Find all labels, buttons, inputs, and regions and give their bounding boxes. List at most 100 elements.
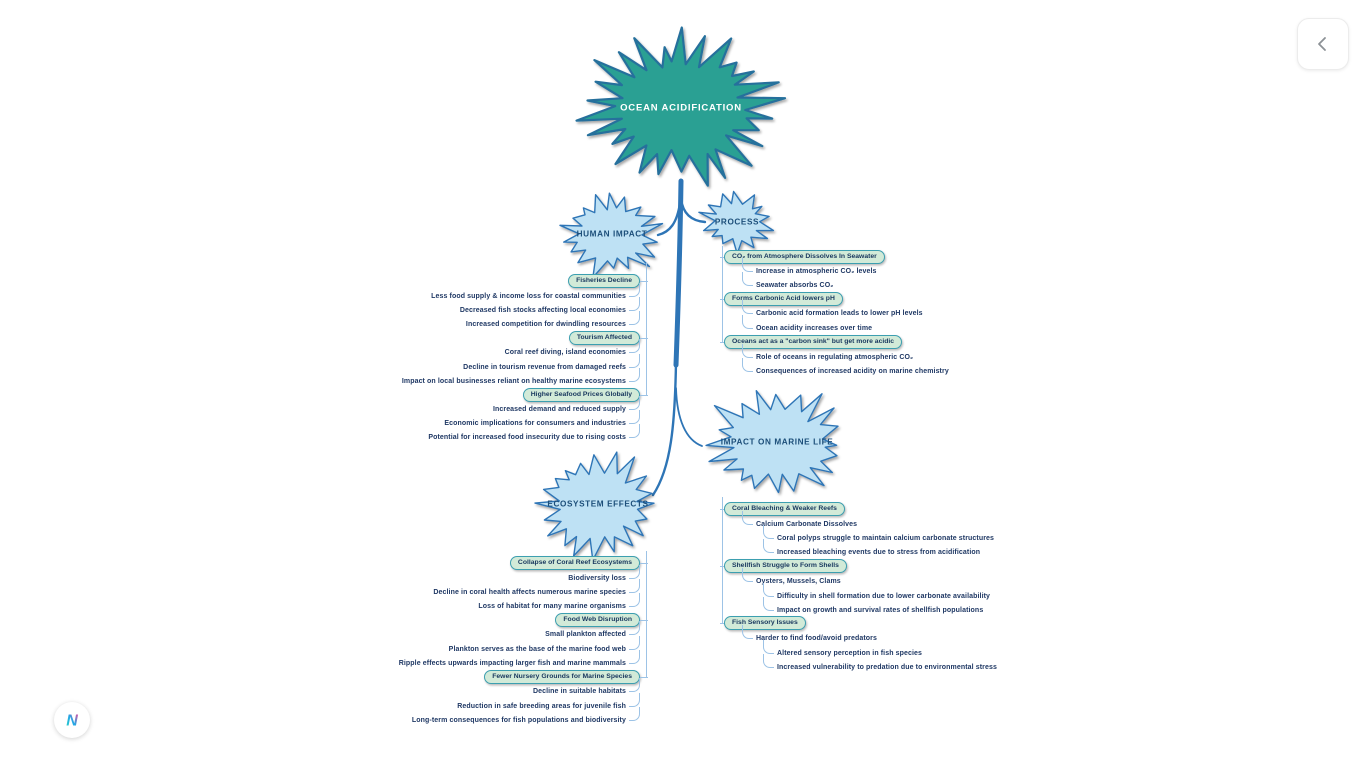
topic-pill-label: Shellfish Struggle to Form Shells [724,558,847,574]
detail-item[interactable]: Carbonic acid formation leads to lower p… [742,300,923,320]
logo-badge[interactable]: N [54,702,90,738]
detail-item[interactable]: Potential for increased food insecurity … [428,424,640,444]
detail-label: Decreased fish stocks affecting local ec… [459,306,626,314]
topic-pill-carbon-sink[interactable]: Oceans act as a "carbon sink" but get mo… [719,334,903,350]
subtopic-label: Harder to find food/avoid predators [756,634,877,642]
detail-label: Plankton serves as the base of the marin… [448,645,626,653]
elbow-connector [763,640,774,654]
topic-pill-higher-seafood-prices[interactable]: Higher Seafood Prices Globally [522,387,649,403]
subtopic-item[interactable]: Calcium Carbonate Dissolves [742,511,858,531]
detail-item[interactable]: Increased competition for dwindling reso… [465,311,640,331]
elbow-connector [629,621,640,635]
topic-pill-shellfish-struggle[interactable]: Shellfish Struggle to Form Shells [720,558,847,574]
topic-pill-coral-bleaching[interactable]: Coral Bleaching & Weaker Reefs [720,501,845,517]
detail-label: Increased vulnerability to predation due… [777,663,997,671]
detail-item[interactable]: Economic implications for consumers and … [444,410,640,430]
detail-item[interactable]: Increase in atmospheric CO₂ levels [742,258,877,278]
elbow-connector [763,539,774,553]
elbow-connector [629,424,640,438]
detail-item[interactable]: Reduction in safe breeding areas for juv… [457,693,640,713]
branch-node-human-impact[interactable]: HUMAN IMPACT [576,229,648,239]
subtopic-item[interactable]: Harder to find food/avoid predators [742,625,877,645]
detail-item[interactable]: Increased vulnerability to predation due… [763,654,997,674]
elbow-connector [629,354,640,368]
detail-label: Difficulty in shell formation due to low… [777,592,991,600]
detail-item[interactable]: Impact on local businesses reliant on he… [401,368,640,388]
subtopic-item[interactable]: Oysters, Mussels, Clams [742,568,841,588]
elbow-connector [742,511,753,525]
topic-pill-label: Collapse of Coral Reef Ecosystems [509,555,640,571]
detail-item[interactable]: Decline in coral health affects numerous… [433,579,640,599]
detail-label: Increased demand and reduced supply [492,405,626,413]
detail-label: Ripple effects upwards impacting larger … [398,659,626,667]
detail-item[interactable]: Plankton serves as the base of the marin… [448,636,640,656]
root-node-ocean-acidification[interactable]: OCEAN ACIDIFICATION [620,102,742,114]
topic-pill-forms-carbonic-acid[interactable]: Forms Carbonic Acid lowers pH [720,291,843,307]
detail-item[interactable]: Coral polyps struggle to maintain calciu… [763,525,994,545]
topic-pill-label: Oceans act as a "carbon sink" but get mo… [724,334,903,350]
detail-item[interactable]: Increased demand and reduced supply [492,396,640,416]
chevron-left-icon [1318,37,1326,51]
detail-item[interactable]: Increased bleaching events due to stress… [763,539,980,559]
elbow-connector [629,678,640,692]
detail-item[interactable]: Consequences of increased acidity on mar… [742,358,949,378]
topic-pill-label: Fewer Nursery Grounds for Marine Species [484,669,640,685]
elbow-connector [742,315,753,329]
elbow-connector [742,358,753,372]
detail-item[interactable]: Ripple effects upwards impacting larger … [398,650,640,670]
elbow-connector [742,258,753,272]
topic-pill-fewer-nursery-grounds[interactable]: Fewer Nursery Grounds for Marine Species [484,669,648,685]
detail-item[interactable]: Loss of habitat for many marine organism… [478,593,640,613]
elbow-connector [629,297,640,311]
elbow-connector [629,311,640,325]
detail-label: Role of oceans in regulating atmospheric… [756,353,914,361]
elbow-connector [629,283,640,297]
branch-node-impact-on-marine-life[interactable]: IMPACT ON MARINE LIFE [720,437,834,447]
detail-label: Increased competition for dwindling reso… [465,320,626,328]
detail-item[interactable]: Long-term consequences for fish populati… [412,707,640,727]
detail-item[interactable]: Decreased fish stocks affecting local ec… [459,297,640,317]
elbow-connector [629,707,640,721]
detail-label: Biodiversity loss [568,574,626,582]
detail-item[interactable]: Difficulty in shell formation due to low… [763,583,991,603]
detail-item[interactable]: Impact on growth and survival rates of s… [763,597,983,617]
elbow-connector [629,636,640,650]
elbow-connector [629,396,640,410]
branch-node-ecosystem-effects[interactable]: ECOSYSTEM EFFECTS [547,499,649,509]
elbow-connector [742,272,753,286]
svg-text:N: N [66,713,78,730]
elbow-connector [763,597,774,611]
topic-pill-collapse-coral-reef[interactable]: Collapse of Coral Reef Ecosystems [509,555,649,571]
detail-item[interactable]: Altered sensory perception in fish speci… [763,640,922,660]
elbow-connector [629,650,640,664]
topic-pill-food-web-disruption[interactable]: Food Web Disruption [555,612,648,628]
elbow-connector [629,339,640,353]
detail-item[interactable]: Decline in tourism revenue from damaged … [463,354,640,374]
elbow-connector [629,693,640,707]
detail-label: Seawater absorbs CO₂ [756,281,834,289]
elbow-connector [629,579,640,593]
elbow-connector [742,300,753,314]
detail-item[interactable]: Biodiversity loss [568,565,640,585]
detail-item[interactable]: Role of oceans in regulating atmospheric… [742,344,914,364]
branch-node-process[interactable]: PROCESS [714,217,760,227]
detail-item[interactable]: Small plankton affected [545,621,640,641]
detail-label: Impact on local businesses reliant on he… [401,377,626,385]
spine-impact-on-marine-life [722,497,723,624]
detail-item[interactable]: Decline in suitable habitats [533,678,640,698]
detail-label: Decline in coral health affects numerous… [433,588,626,596]
subtopic-label: Calcium Carbonate Dissolves [756,520,858,528]
elbow-connector [742,344,753,358]
topic-pill-tourism-affected[interactable]: Tourism Affected [568,330,649,346]
subtopic-label: Oysters, Mussels, Clams [756,577,841,585]
detail-item[interactable]: Seawater absorbs CO₂ [742,272,834,292]
detail-label: Consequences of increased acidity on mar… [756,367,949,375]
topic-pill-fish-sensory-issues[interactable]: Fish Sensory Issues [720,615,806,631]
elbow-connector [629,368,640,382]
detail-item[interactable]: Coral reef diving, island economies [505,339,640,359]
detail-item[interactable]: Ocean acidity increases over time [742,315,872,335]
back-button[interactable] [1297,18,1349,70]
detail-item[interactable]: Less food supply & income loss for coast… [431,283,640,303]
topic-pill-label: Coral Bleaching & Weaker Reefs [724,501,845,517]
detail-label: Decline in tourism revenue from damaged … [463,363,626,371]
